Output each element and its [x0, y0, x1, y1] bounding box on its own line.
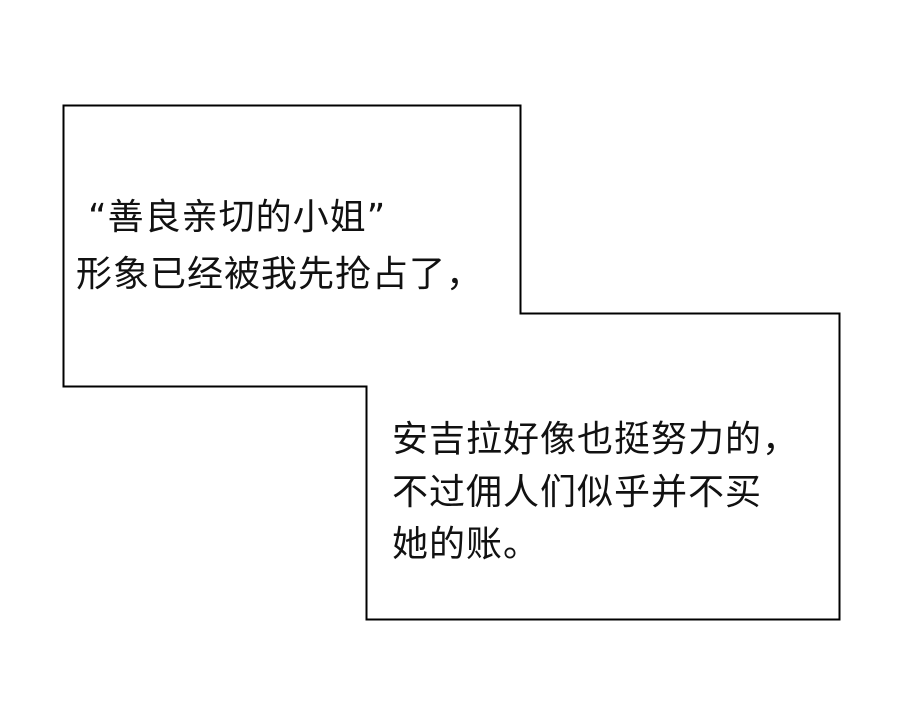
caption-text-line: 形象已经被我先抢占了， [76, 254, 484, 295]
caption-text-line: 安吉拉好像也挺努力的， [392, 419, 800, 460]
caption-text-line: 不过佣人们似乎并不买 [392, 472, 763, 513]
caption-box-border [62, 104, 841, 621]
caption-text-line: “善良亲切的小姐” [88, 197, 387, 238]
caption-text-line: 她的账。 [392, 524, 541, 565]
